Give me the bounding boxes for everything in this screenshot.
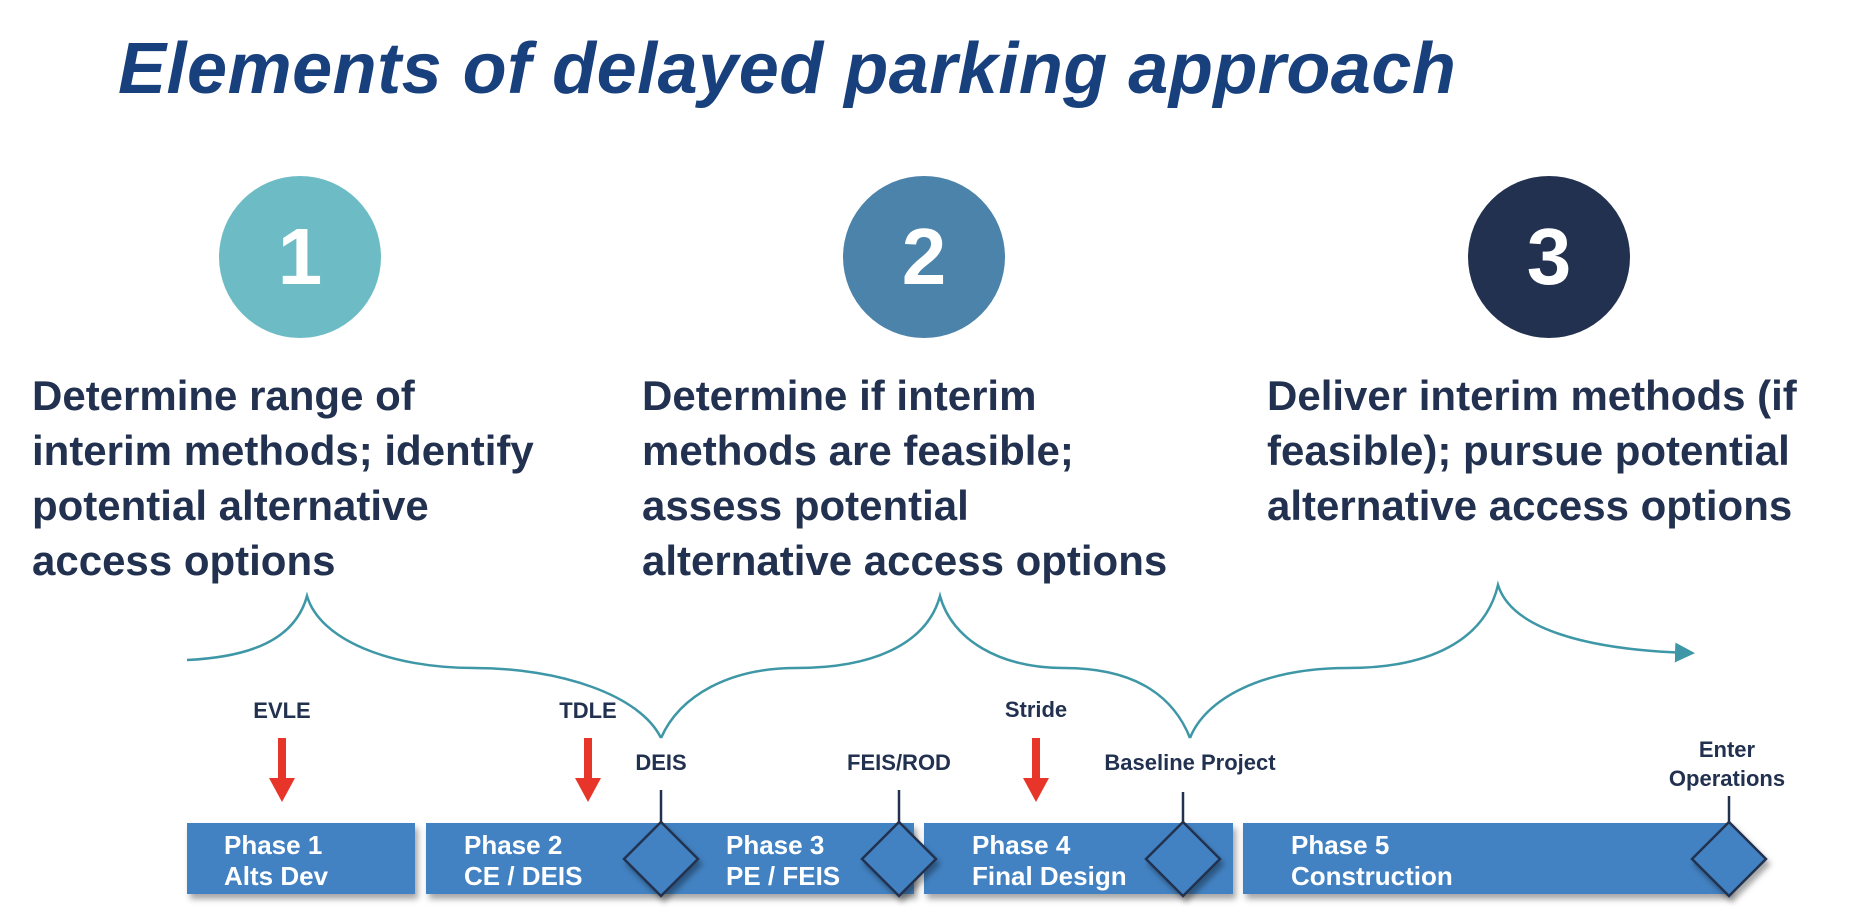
page-title: Elements of delayed parking approach xyxy=(118,29,1457,109)
step-2-number: 2 xyxy=(901,212,947,301)
step-3-circle: 3 xyxy=(1468,176,1630,338)
milestone-label-baseline-project: Baseline Project xyxy=(1104,750,1276,775)
phase-1-label: Phase 1 Alts Dev xyxy=(224,830,329,891)
milestone-label-feis-rod: FEIS/ROD xyxy=(847,750,951,775)
event-label-stride: Stride xyxy=(1004,697,1068,722)
phase-5-label: Phase 5 Construction xyxy=(1291,830,1453,891)
step-1-description: Determine range of interim methods; iden… xyxy=(32,372,534,584)
event-arrow-stride xyxy=(1023,738,1049,802)
brace-step-3 xyxy=(1188,580,1695,739)
phase-2-box xyxy=(426,823,661,894)
milestone-label-deis: DEIS xyxy=(635,750,687,775)
phase-5-box xyxy=(1243,823,1729,894)
event-label-tdle: TDLE xyxy=(559,698,617,723)
step-2-circle: 2 xyxy=(843,176,1005,338)
event-arrow-tdle xyxy=(575,738,601,802)
step-2-description: Determine if interim methods are feasibl… xyxy=(642,372,1168,584)
step-1-circle: 1 xyxy=(219,176,381,338)
step-3-description: Deliver interim methods (if feasible); p… xyxy=(1267,372,1797,529)
brace-step-2 xyxy=(659,591,1192,739)
milestone-label-enter-operations: Enter Operations xyxy=(1668,737,1786,791)
phase-3-label: Phase 3 PE / FEIS xyxy=(726,830,841,891)
brace-step-1 xyxy=(186,591,663,739)
event-label-evle: EVLE xyxy=(253,698,311,723)
event-arrow-evle xyxy=(269,738,295,802)
phase-2-label: Phase 2 CE / DEIS xyxy=(464,830,583,891)
phase-4-label: Phase 4 Final Design xyxy=(972,830,1127,891)
step-1-number: 1 xyxy=(277,212,323,301)
step-3-number: 3 xyxy=(1526,212,1572,301)
phase-1-box xyxy=(187,823,415,894)
